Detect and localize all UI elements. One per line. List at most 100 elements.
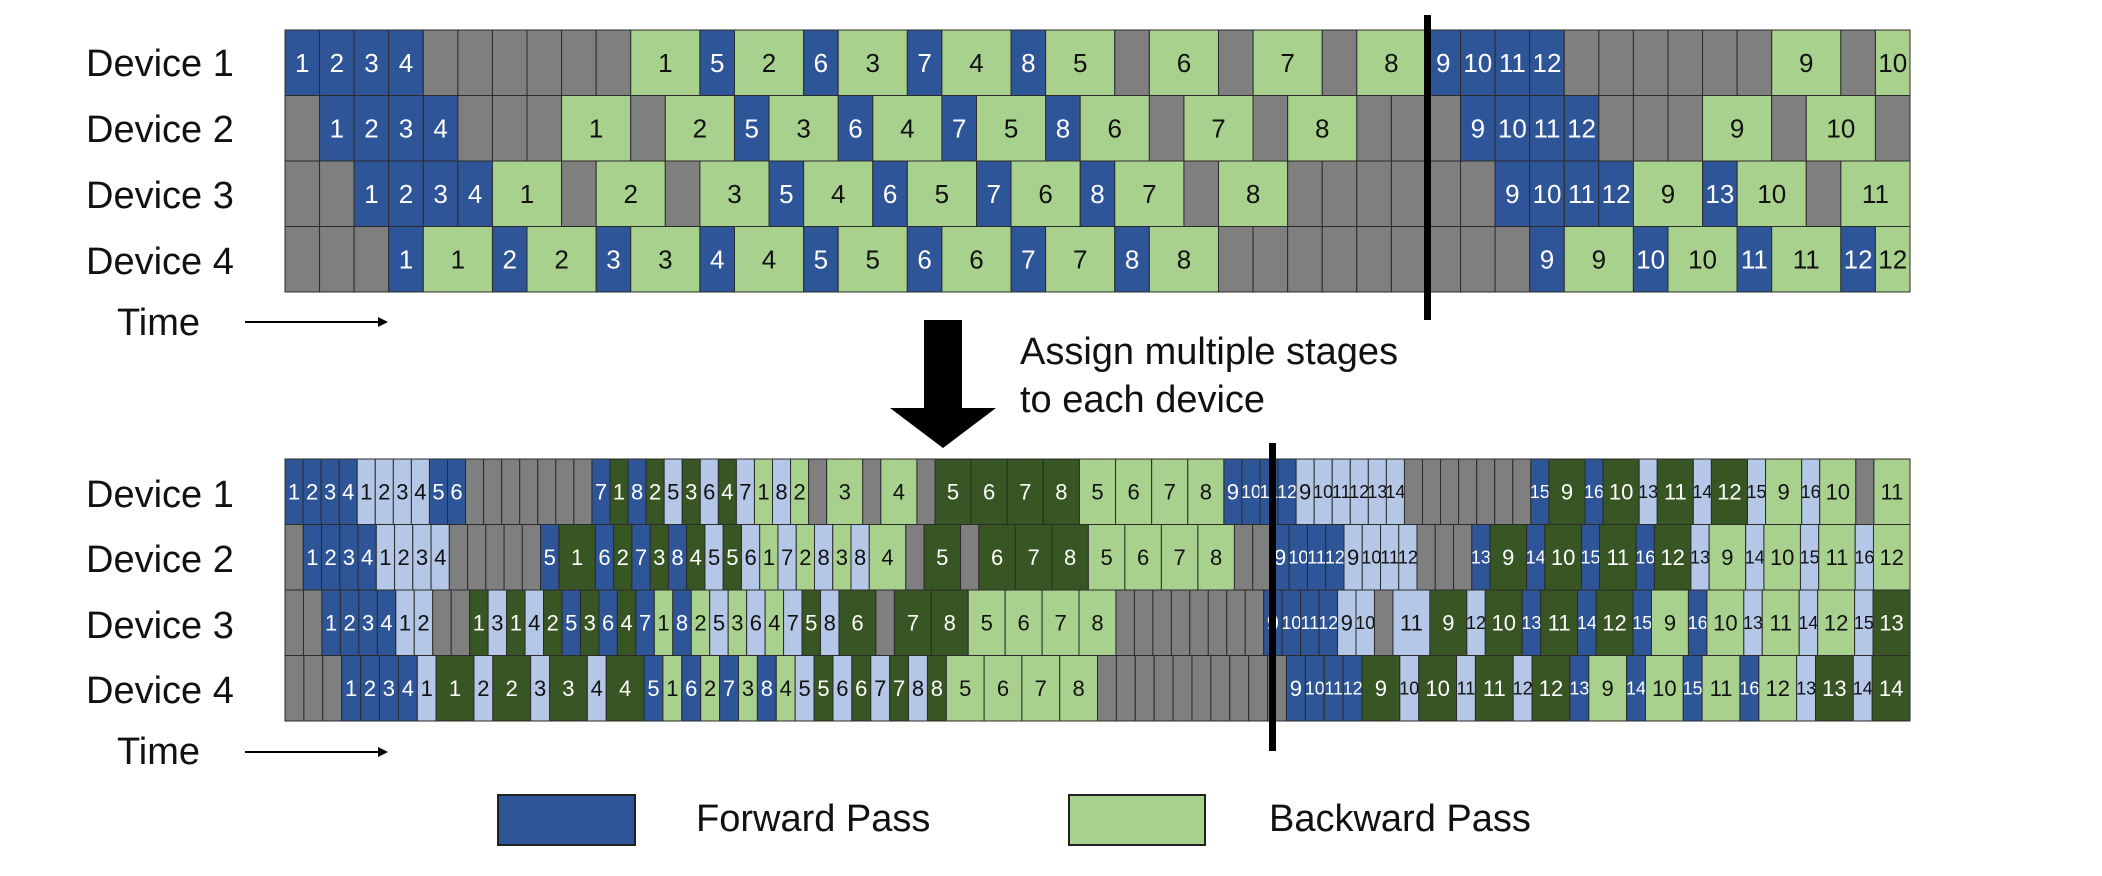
top-cell-d4-23	[1356, 226, 1392, 293]
top-cell-label-d1-13: 6	[814, 48, 828, 78]
top-cell-label-d2-11: 5	[745, 114, 759, 144]
top-time-arrow-icon	[245, 317, 388, 327]
bottom-cell-label-d1-59: 15	[1530, 482, 1550, 502]
bottom-cell-d3-40	[1152, 589, 1172, 656]
bottom-cell-d2-10	[467, 524, 487, 591]
bottom-cell-label-d1-24: 4	[721, 480, 733, 505]
top-cell-d1-7	[526, 29, 563, 96]
top-cell-label-d4-35: 12	[1878, 245, 1907, 275]
bottom-cell-d3-35	[1004, 589, 1043, 656]
bottom-cell-label-d2-35: 6	[991, 545, 1003, 570]
bottom-cell-d1-58	[1512, 458, 1532, 525]
bottom-cell-label-d2-37: 8	[1064, 545, 1076, 570]
top-cell-d4-0	[284, 226, 321, 293]
bottom-cell-label-d2-25: 1	[763, 545, 775, 570]
bottom-cell-d1-41	[1187, 458, 1225, 525]
top-cell-d2-5	[457, 95, 493, 162]
bottom-cell-d1-12	[501, 458, 521, 525]
bottom-cell-label-d1-39: 6	[1127, 480, 1139, 505]
top-cell-label-d2-8: 1	[589, 114, 603, 144]
bottom-cell-label-d2-26: 7	[781, 545, 793, 570]
top-cell-d4-27	[1494, 226, 1531, 293]
bottom-cell-label-d3-58: 11	[1548, 611, 1571, 636]
bottom-cell-label-d3-25: 6	[750, 611, 762, 636]
bottom-cell-d3-1	[302, 589, 323, 656]
bottom-cell-label-d2-68: 11	[1826, 545, 1849, 570]
bottom-cell-d4-34	[1059, 655, 1098, 722]
top-cell-label-d4-16: 7	[1073, 245, 1087, 275]
bottom-cell-d4-57	[1588, 655, 1628, 722]
top-cell-d1-34	[1736, 29, 1773, 96]
legend-backward-swatch	[1068, 794, 1206, 846]
bottom-cell-label-d2-20: 8	[671, 545, 683, 570]
legend-forward-label: Forward Pass	[696, 798, 931, 840]
top-cell-label-d4-29: 9	[1592, 245, 1606, 275]
top-cell-label-d2-15: 7	[952, 114, 966, 144]
bottom-cell-d3-58	[1540, 589, 1579, 656]
bottom-cell-label-d3-5: 4	[380, 611, 392, 636]
top-cell-label-d2-28: 11	[1533, 114, 1560, 144]
bottom-cell-label-d4-24: 5	[817, 676, 829, 701]
top-cell-label-d1-3: 4	[399, 48, 413, 78]
bottom-time-label: Time	[117, 731, 201, 773]
top-cell-d1-1	[319, 29, 355, 96]
top-cell-d1-27	[1494, 29, 1531, 96]
bottom-cell-label-d3-16: 3	[584, 611, 596, 636]
top-cell-d2-22	[1287, 95, 1358, 162]
bottom-cell-label-d3-27: 7	[787, 611, 799, 636]
bottom-cell-d1-53	[1422, 458, 1442, 525]
top-cell-label-d3-10: 3	[727, 179, 741, 209]
bottom-cell-d3-9	[450, 589, 471, 656]
bottom-cell-d2-66	[1763, 524, 1801, 591]
top-cell-label-d1-28: 12	[1533, 48, 1562, 78]
top-cell-label-d3-8: 2	[624, 179, 638, 209]
bottom-cell-d2-9	[448, 524, 469, 591]
top-cell-d4-20	[1252, 226, 1289, 293]
top-cell-d4-9	[699, 226, 735, 293]
bottom-cell-d4-53	[1474, 655, 1514, 722]
bottom-cell-label-d1-60: 9	[1561, 480, 1573, 505]
bottom-cell-d3-52	[1373, 589, 1394, 656]
top-cell-d4-31	[1667, 226, 1738, 293]
top-cell-d3-33	[1736, 160, 1807, 227]
top-cell-d3-1	[319, 160, 355, 227]
bottom-cell-label-d1-36: 7	[1019, 480, 1031, 505]
top-cell-d1-15	[906, 29, 943, 96]
top-cell-d3-26	[1460, 160, 1496, 227]
top-cell-label-d2-12: 3	[796, 114, 810, 144]
top-cell-label-d2-14: 4	[900, 114, 914, 144]
top-cell-d1-37	[1874, 29, 1911, 96]
bottom-cell-label-d4-8: 1	[449, 676, 461, 701]
bottom-cell-label-d3-53: 11	[1400, 611, 1423, 636]
top-cell-label-d2-10: 2	[693, 114, 707, 144]
bottom-cell-label-d1-66: 12	[1717, 480, 1741, 505]
top-cell-label-d1-24: 8	[1384, 48, 1398, 78]
bottom-cell-d2-52	[1416, 524, 1436, 591]
top-cell-d2-25	[1425, 95, 1462, 162]
bottom-cell-label-d2-21: 4	[690, 545, 702, 570]
bottom-cell-label-d1-23: 6	[703, 480, 715, 505]
bottom-cell-label-d1-51: 14	[1385, 482, 1405, 502]
bottom-cell-d3-44	[1226, 589, 1246, 656]
bottom-cell-label-d4-21: 8	[761, 676, 773, 701]
top-cell-label-d4-13: 6	[917, 245, 931, 275]
top-cell-d3-25	[1425, 160, 1462, 227]
bottom-cell-label-d4-5: 3	[383, 676, 395, 701]
bottom-cell-d1-10	[465, 458, 485, 525]
bottom-cell-label-d2-66: 10	[1770, 545, 1794, 570]
top-cell-d1-26	[1460, 29, 1496, 96]
bottom-cell-label-d2-70: 12	[1879, 545, 1903, 570]
top-cell-label-d4-8: 3	[658, 245, 672, 275]
bottom-cell-label-d2-67: 15	[1800, 548, 1820, 568]
bottom-cell-label-d1-49: 12	[1349, 482, 1369, 502]
bottom-cell-d3-39	[1133, 589, 1154, 656]
bottom-cell-label-d2-4: 4	[361, 545, 373, 570]
bottom-cell-label-d4-45: 9	[1290, 676, 1302, 701]
top-cell-label-d4-34: 12	[1844, 245, 1873, 275]
bottom-cell-label-d3-24: 3	[731, 611, 743, 636]
bottom-cell-d4-61	[1701, 655, 1741, 722]
bottom-cell-label-d3-7: 2	[417, 611, 429, 636]
top-cell-d3-6	[491, 160, 563, 227]
bottom-cell-label-d4-34: 8	[1072, 676, 1084, 701]
top-cell-d2-7	[526, 95, 563, 162]
